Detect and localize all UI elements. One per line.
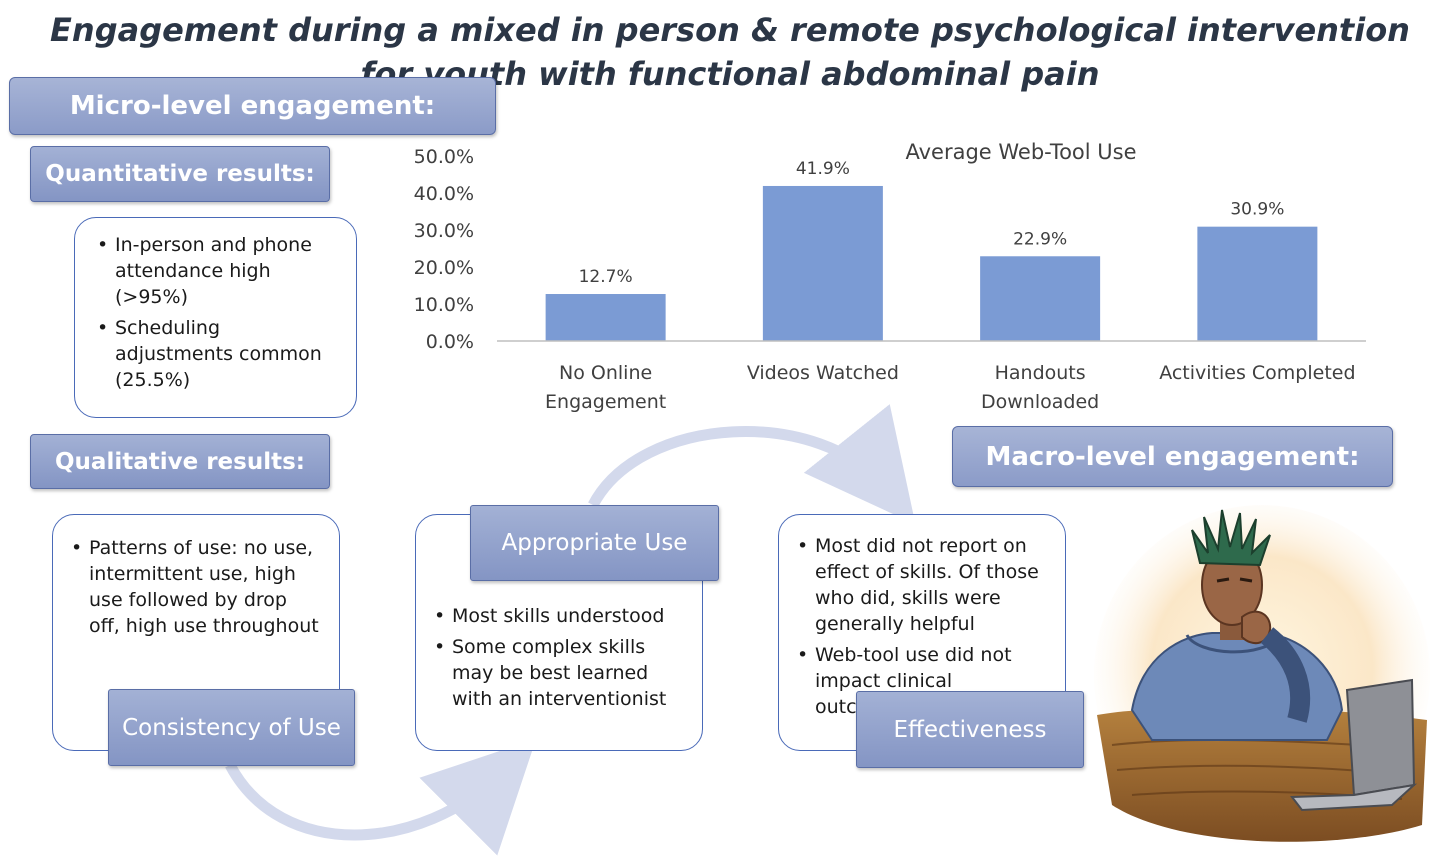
laptop-shape: [1345, 678, 1416, 797]
consistency-of-use-label: Consistency of Use: [108, 689, 355, 766]
x-tick-label: Videos Watched: [747, 362, 899, 384]
person-thinking-at-laptop-drawing: [1094, 505, 1430, 845]
y-tick-label: 50.0%: [414, 146, 474, 168]
hair-spikes: [1191, 509, 1271, 567]
data-label: 30.9%: [1230, 200, 1284, 220]
x-tick-label: Activities Completed: [1159, 362, 1355, 384]
list-item: Most skills understood: [434, 603, 686, 629]
data-label: 12.7%: [579, 267, 633, 287]
quantitative-results-box: In-person and phone attendance high (>95…: [74, 217, 357, 418]
list-item: Patterns of use: no use, intermittent us…: [71, 535, 323, 639]
y-tick-label: 40.0%: [414, 183, 474, 205]
list-item: Most did not report on effect of skills.…: [797, 533, 1051, 637]
eyes-shape: [1216, 577, 1253, 583]
list-item: In-person and phone attendance high (>95…: [97, 232, 342, 310]
x-tick-label: Downloaded: [981, 391, 1099, 413]
macro-level-header: Macro-level engagement:: [952, 426, 1393, 487]
data-label: 22.9%: [1013, 229, 1067, 249]
laptop-base: [1290, 783, 1418, 812]
average-web-tool-use-chart: Average Web-Tool Use 0.0% 10.0% 20.0% 30.0%…: [414, 140, 1366, 413]
y-tick-label: 0.0%: [426, 331, 474, 353]
y-tick-label: 30.0%: [414, 220, 474, 242]
arm-shape: [1260, 627, 1311, 723]
page-title: Engagement during a mixed in person & re…: [50, 11, 1410, 93]
x-tick-label: Handouts: [995, 362, 1086, 384]
list-item: Some complex skills may be best learned …: [434, 634, 686, 712]
qualitative-results-header: Qualitative results:: [30, 434, 330, 489]
appropriate-use-label: Appropriate Use: [470, 505, 719, 581]
bar: [980, 256, 1101, 341]
y-tick-label: 10.0%: [414, 294, 474, 316]
arrow-consistency-to-appropriate: [225, 738, 537, 856]
quantitative-results-header: Quantitative results:: [30, 146, 330, 202]
chart-title: Average Web-Tool Use: [905, 140, 1136, 164]
bar: [545, 294, 666, 341]
data-label: 41.9%: [796, 159, 850, 179]
micro-level-header: Micro-level engagement:: [9, 77, 496, 135]
list-item: Scheduling adjustments common (25.5%): [97, 315, 342, 393]
x-tick-label: No Online: [559, 362, 652, 384]
bar: [1197, 226, 1318, 341]
x-tick-label: Engagement: [545, 391, 666, 413]
bar: [762, 185, 883, 341]
y-tick-label: 20.0%: [414, 257, 474, 279]
hand-on-chin: [1241, 610, 1272, 645]
effectiveness-label: Effectiveness: [856, 691, 1084, 768]
arrow-appropriate-to-effectiveness: [588, 404, 916, 525]
